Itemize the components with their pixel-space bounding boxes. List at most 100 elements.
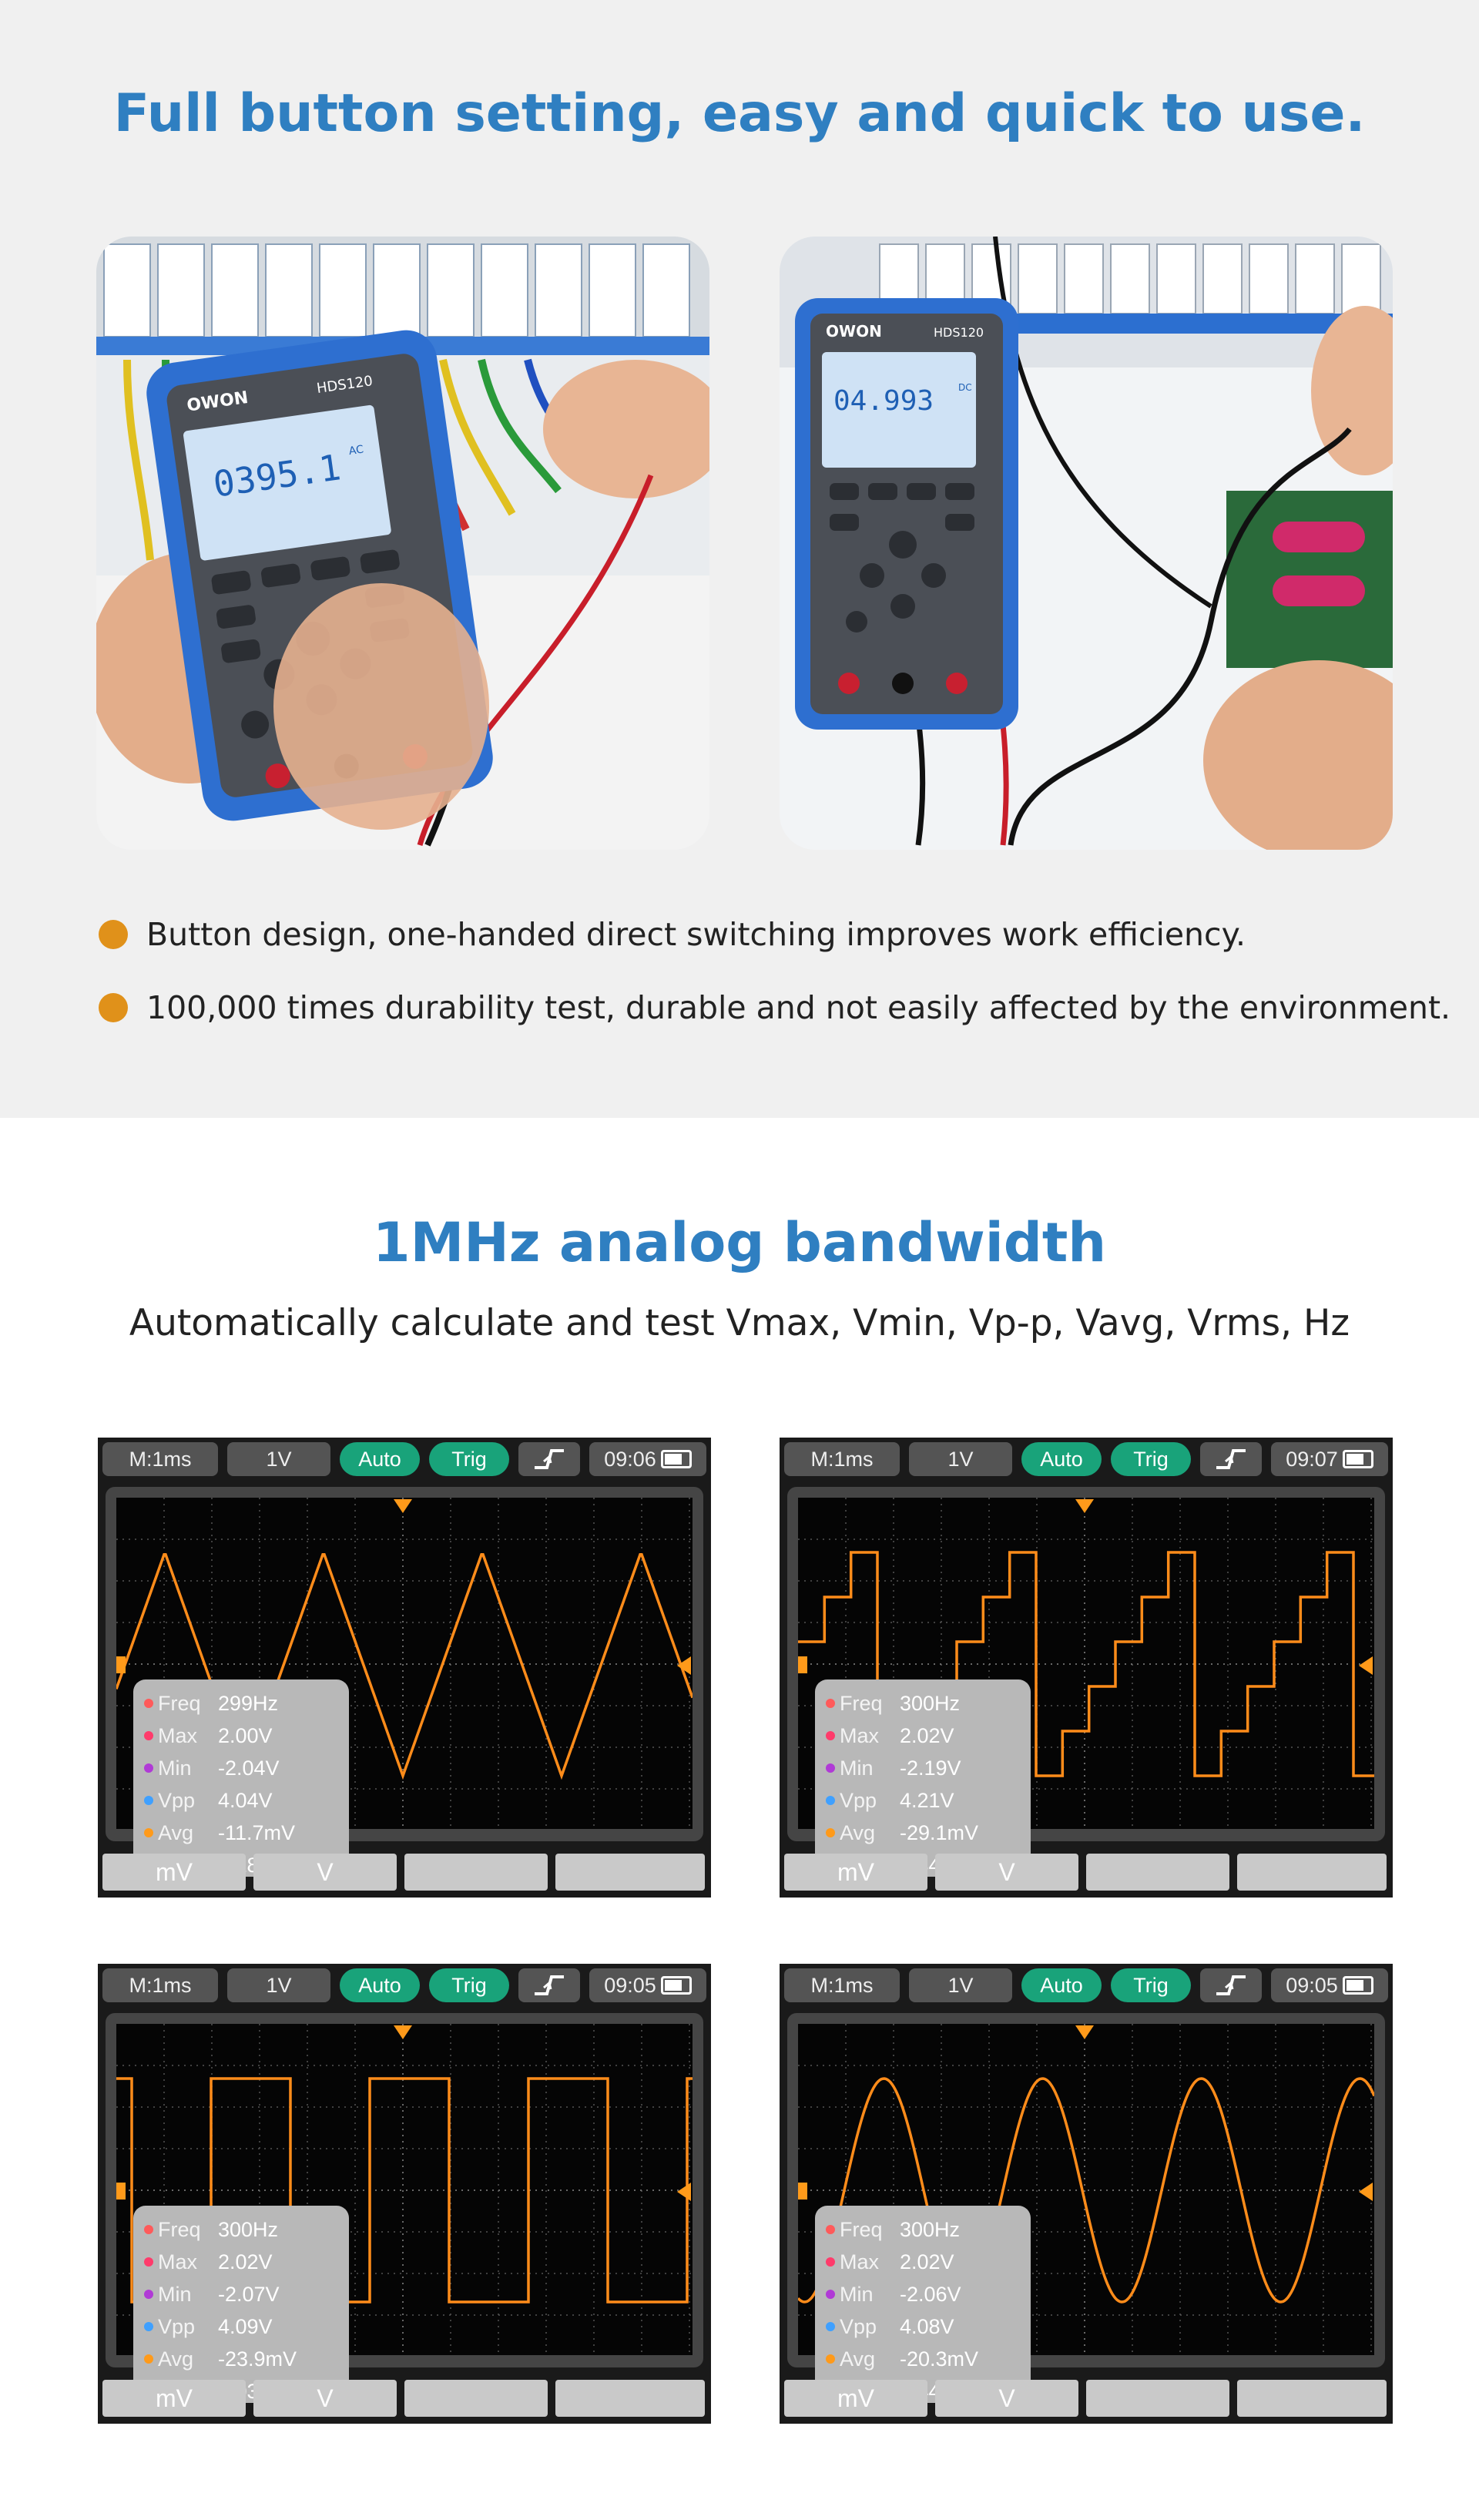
scope-softkeys: mV V <box>780 2375 1393 2420</box>
measurement-value: 2.02V <box>900 2250 954 2273</box>
timebase-button[interactable]: M:1ms <box>102 1442 218 1476</box>
scope-status-bar: M:1ms 1V Auto Trig 09:05 <box>98 1964 711 2007</box>
trigger-position-marker[interactable] <box>394 1499 412 1513</box>
measurement-label: Avg <box>840 2347 876 2371</box>
timebase-button[interactable]: M:1ms <box>784 1442 900 1476</box>
measurement-value: 4.09V <box>218 2314 273 2338</box>
clock-time: 09:06 <box>604 1447 656 1471</box>
measurement-row: Avg-23.9mV <box>133 2343 349 2375</box>
auto-button[interactable]: Auto <box>340 1442 420 1476</box>
trigger-edge-button[interactable] <box>1200 1968 1262 2002</box>
trig-button[interactable]: Trig <box>429 1442 509 1476</box>
trigger-position-marker[interactable] <box>394 2025 412 2039</box>
measurement-dot-icon <box>826 2354 835 2364</box>
softkey-button[interactable]: V <box>935 1854 1078 1891</box>
auto-button[interactable]: Auto <box>1021 1442 1102 1476</box>
measurement-dot-icon <box>826 1796 835 1805</box>
softkey-button[interactable]: mV <box>102 1854 246 1891</box>
product-photo-left: OWON HDS120 0395.1 AC <box>96 237 709 850</box>
softkey-button[interactable]: V <box>935 2380 1078 2417</box>
clock-battery: 09:05 <box>589 1968 706 2002</box>
softkey-button[interactable] <box>404 2380 548 2417</box>
trig-button[interactable]: Trig <box>429 1968 509 2002</box>
channel-ground-marker[interactable] <box>798 2183 807 2200</box>
softkey-button[interactable]: mV <box>784 2380 927 2417</box>
measurement-row: Avg -20.3mV <box>815 2343 1031 2375</box>
battery-icon <box>1342 1450 1373 1468</box>
rising-edge-icon <box>535 1975 564 1995</box>
measurement-dot-icon <box>144 1763 153 1773</box>
battery-icon <box>660 1450 692 1468</box>
trigger-position-marker[interactable] <box>1075 2025 1094 2039</box>
measurement-row: Vpp 4.09V <box>133 2310 349 2343</box>
feature-title: Full button setting, easy and quick to u… <box>113 83 1366 144</box>
measurement-label: Min <box>840 1756 874 1780</box>
clock-battery: 09:06 <box>589 1442 706 1476</box>
softkey-button[interactable] <box>1237 2380 1387 2417</box>
measurement-dot-icon <box>144 2290 153 2299</box>
softkey-button[interactable] <box>555 2380 705 2417</box>
scope-status-bar: M:1ms 1V Auto Trig 09:05 <box>780 1964 1393 2007</box>
measurement-dot-icon <box>144 1699 153 1708</box>
trig-button[interactable]: Trig <box>1111 1968 1191 2002</box>
softkey-button[interactable]: mV <box>102 2380 246 2417</box>
softkey-button[interactable] <box>555 1854 705 1891</box>
measurement-value: 300Hz <box>900 2217 961 2241</box>
auto-button[interactable]: Auto <box>340 1968 420 2002</box>
timebase-button[interactable]: M:1ms <box>784 1968 900 2002</box>
waveform-svg <box>798 2024 1374 2355</box>
measurement-value: -20.3mV <box>900 2347 979 2371</box>
rising-edge-icon <box>1216 1449 1246 1469</box>
volts-label: 1V <box>266 1973 292 1997</box>
softkey-button[interactable]: V <box>253 1854 397 1891</box>
trigger-level-marker[interactable] <box>1359 2183 1373 2201</box>
softkey-button[interactable] <box>404 1854 548 1891</box>
softkey-label: mV <box>156 1857 193 1886</box>
waveform-trace <box>798 2077 1374 2304</box>
trigger-edge-button[interactable] <box>1200 1442 1262 1476</box>
softkey-button[interactable]: mV <box>784 1854 927 1891</box>
trigger-position-marker[interactable] <box>1075 1499 1094 1513</box>
bullet-text: Button design, one-handed direct switchi… <box>146 916 1246 953</box>
measurement-label: Min <box>158 2282 192 2306</box>
measurement-value: -2.19V <box>900 1756 961 1780</box>
scope-status-bar: M:1ms 1V Auto Trig 09:06 <box>98 1438 711 1481</box>
volts-button[interactable]: 1V <box>909 1968 1012 2002</box>
softkey-button[interactable] <box>1086 2380 1229 2417</box>
measurement-label: Min <box>158 1756 192 1780</box>
softkey-button[interactable] <box>1086 1854 1229 1891</box>
measurement-dot-icon <box>144 1796 153 1805</box>
auto-button[interactable]: Auto <box>1021 1968 1102 2002</box>
timebase-button[interactable]: M:1ms <box>102 1968 218 2002</box>
measurement-label: Vpp <box>158 2314 196 2338</box>
trigger-level-marker[interactable] <box>677 2183 691 2201</box>
trigger-edge-button[interactable] <box>518 1968 580 2002</box>
softkey-label: V <box>998 2384 1015 2412</box>
softkey-button[interactable]: V <box>253 2380 397 2417</box>
meter-reading: 04.993 <box>833 385 934 417</box>
trigger-level-marker[interactable] <box>677 1656 691 1675</box>
channel-ground-marker[interactable] <box>116 2183 126 2200</box>
trig-button[interactable]: Trig <box>1111 1442 1191 1476</box>
trigger-edge-button[interactable] <box>518 1442 580 1476</box>
volts-button[interactable]: 1V <box>909 1442 1012 1476</box>
volts-button[interactable]: 1V <box>227 1968 330 2002</box>
auto-label: Auto <box>358 1973 401 1997</box>
measurement-dot-icon <box>144 2322 153 2331</box>
channel-ground-marker[interactable] <box>798 1656 807 1673</box>
measurement-value: -29.1mV <box>900 1820 979 1844</box>
feature-bullet: 100,000 times durability test, durable a… <box>99 988 1450 1027</box>
softkey-button[interactable] <box>1237 1854 1387 1891</box>
measurement-value: 299Hz <box>218 1691 279 1715</box>
channel-ground-marker[interactable] <box>116 1656 126 1673</box>
volts-button[interactable]: 1V <box>227 1442 330 1476</box>
trigger-level-marker[interactable] <box>1359 1656 1373 1675</box>
measurement-dot-icon <box>144 1731 153 1740</box>
